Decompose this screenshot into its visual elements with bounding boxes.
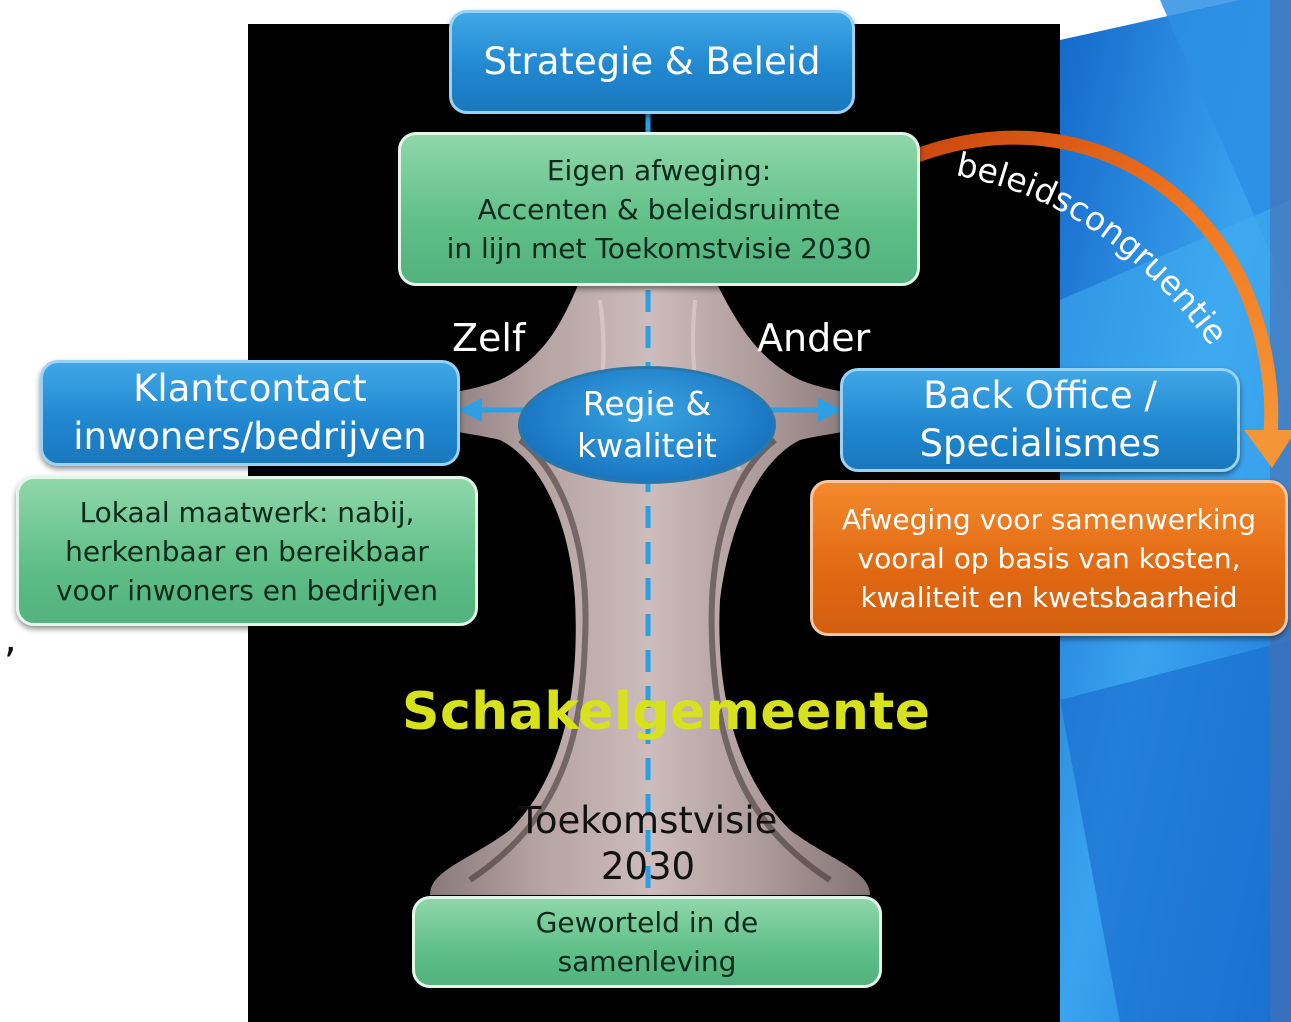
vision-title-line-1: Toekomstvisie bbox=[518, 799, 778, 842]
considerations-line-3: in lijn met Toekomstvisie 2030 bbox=[446, 231, 872, 265]
local-note-line-3: voor inwoners en bedrijven bbox=[55, 573, 439, 607]
cooperation-note: Afweging voor samenwerking vooral op bas… bbox=[810, 480, 1288, 636]
back-office-line-2: Specialismes bbox=[919, 422, 1161, 465]
back-office-box: Back Office / Specialismes bbox=[840, 368, 1240, 472]
regie-line-2: kwaliteit bbox=[576, 426, 717, 465]
svg-text:beleidscongruentie: beleidscongruentie bbox=[953, 145, 1235, 352]
local-note-line-2: herkenbaar en bereikbaar bbox=[65, 534, 429, 568]
considerations-line-2: Accenten & beleidsruimte bbox=[477, 192, 841, 226]
vision-title-line-2: 2030 bbox=[600, 845, 696, 888]
main-title: Schakelgemeente bbox=[402, 682, 931, 742]
cooperation-note-line-1: Afweging voor samenwerking bbox=[841, 502, 1256, 536]
back-office-line-1: Back Office / bbox=[923, 374, 1157, 417]
customer-contact-box: Klantcontact inwoners/bedrijven bbox=[40, 360, 460, 466]
customer-contact-line-2: inwoners/bedrijven bbox=[73, 415, 427, 458]
curved-arrow-label: beleidscongruentie bbox=[953, 145, 1235, 352]
customer-contact-line-1: Klantcontact bbox=[133, 367, 367, 410]
local-note-line-1: Lokaal maatwerk: nabij, bbox=[79, 495, 415, 529]
rooted-box: Geworteld in de samenleving bbox=[412, 896, 882, 988]
regie-line-1: Regie & bbox=[582, 384, 712, 423]
tree-shape bbox=[365, 110, 935, 900]
zelf-label: Zelf bbox=[452, 316, 526, 360]
considerations-box: Eigen afweging: Accenten & beleidsruimte… bbox=[398, 132, 920, 286]
rooted-line-1: Geworteld in de bbox=[535, 906, 759, 939]
ander-label: Ander bbox=[757, 316, 871, 360]
stray-mark: , bbox=[4, 616, 17, 662]
regie-kwaliteit-ellipse: Regie & kwaliteit bbox=[518, 366, 776, 484]
local-custom-note: Lokaal maatwerk: nabij, herkenbaar en be… bbox=[16, 476, 478, 626]
cooperation-note-line-3: kwaliteit en kwetsbaarheid bbox=[860, 580, 1238, 614]
rooted-line-2: samenleving bbox=[557, 945, 737, 978]
cooperation-note-line-2: vooral op basis van kosten, bbox=[857, 541, 1241, 575]
considerations-line-1: Eigen afweging: bbox=[546, 153, 772, 187]
strategy-label: Strategie & Beleid bbox=[483, 40, 821, 83]
vision-title: Toekomstvisie 2030 bbox=[480, 798, 816, 890]
strategy-box: Strategie & Beleid bbox=[449, 10, 855, 114]
